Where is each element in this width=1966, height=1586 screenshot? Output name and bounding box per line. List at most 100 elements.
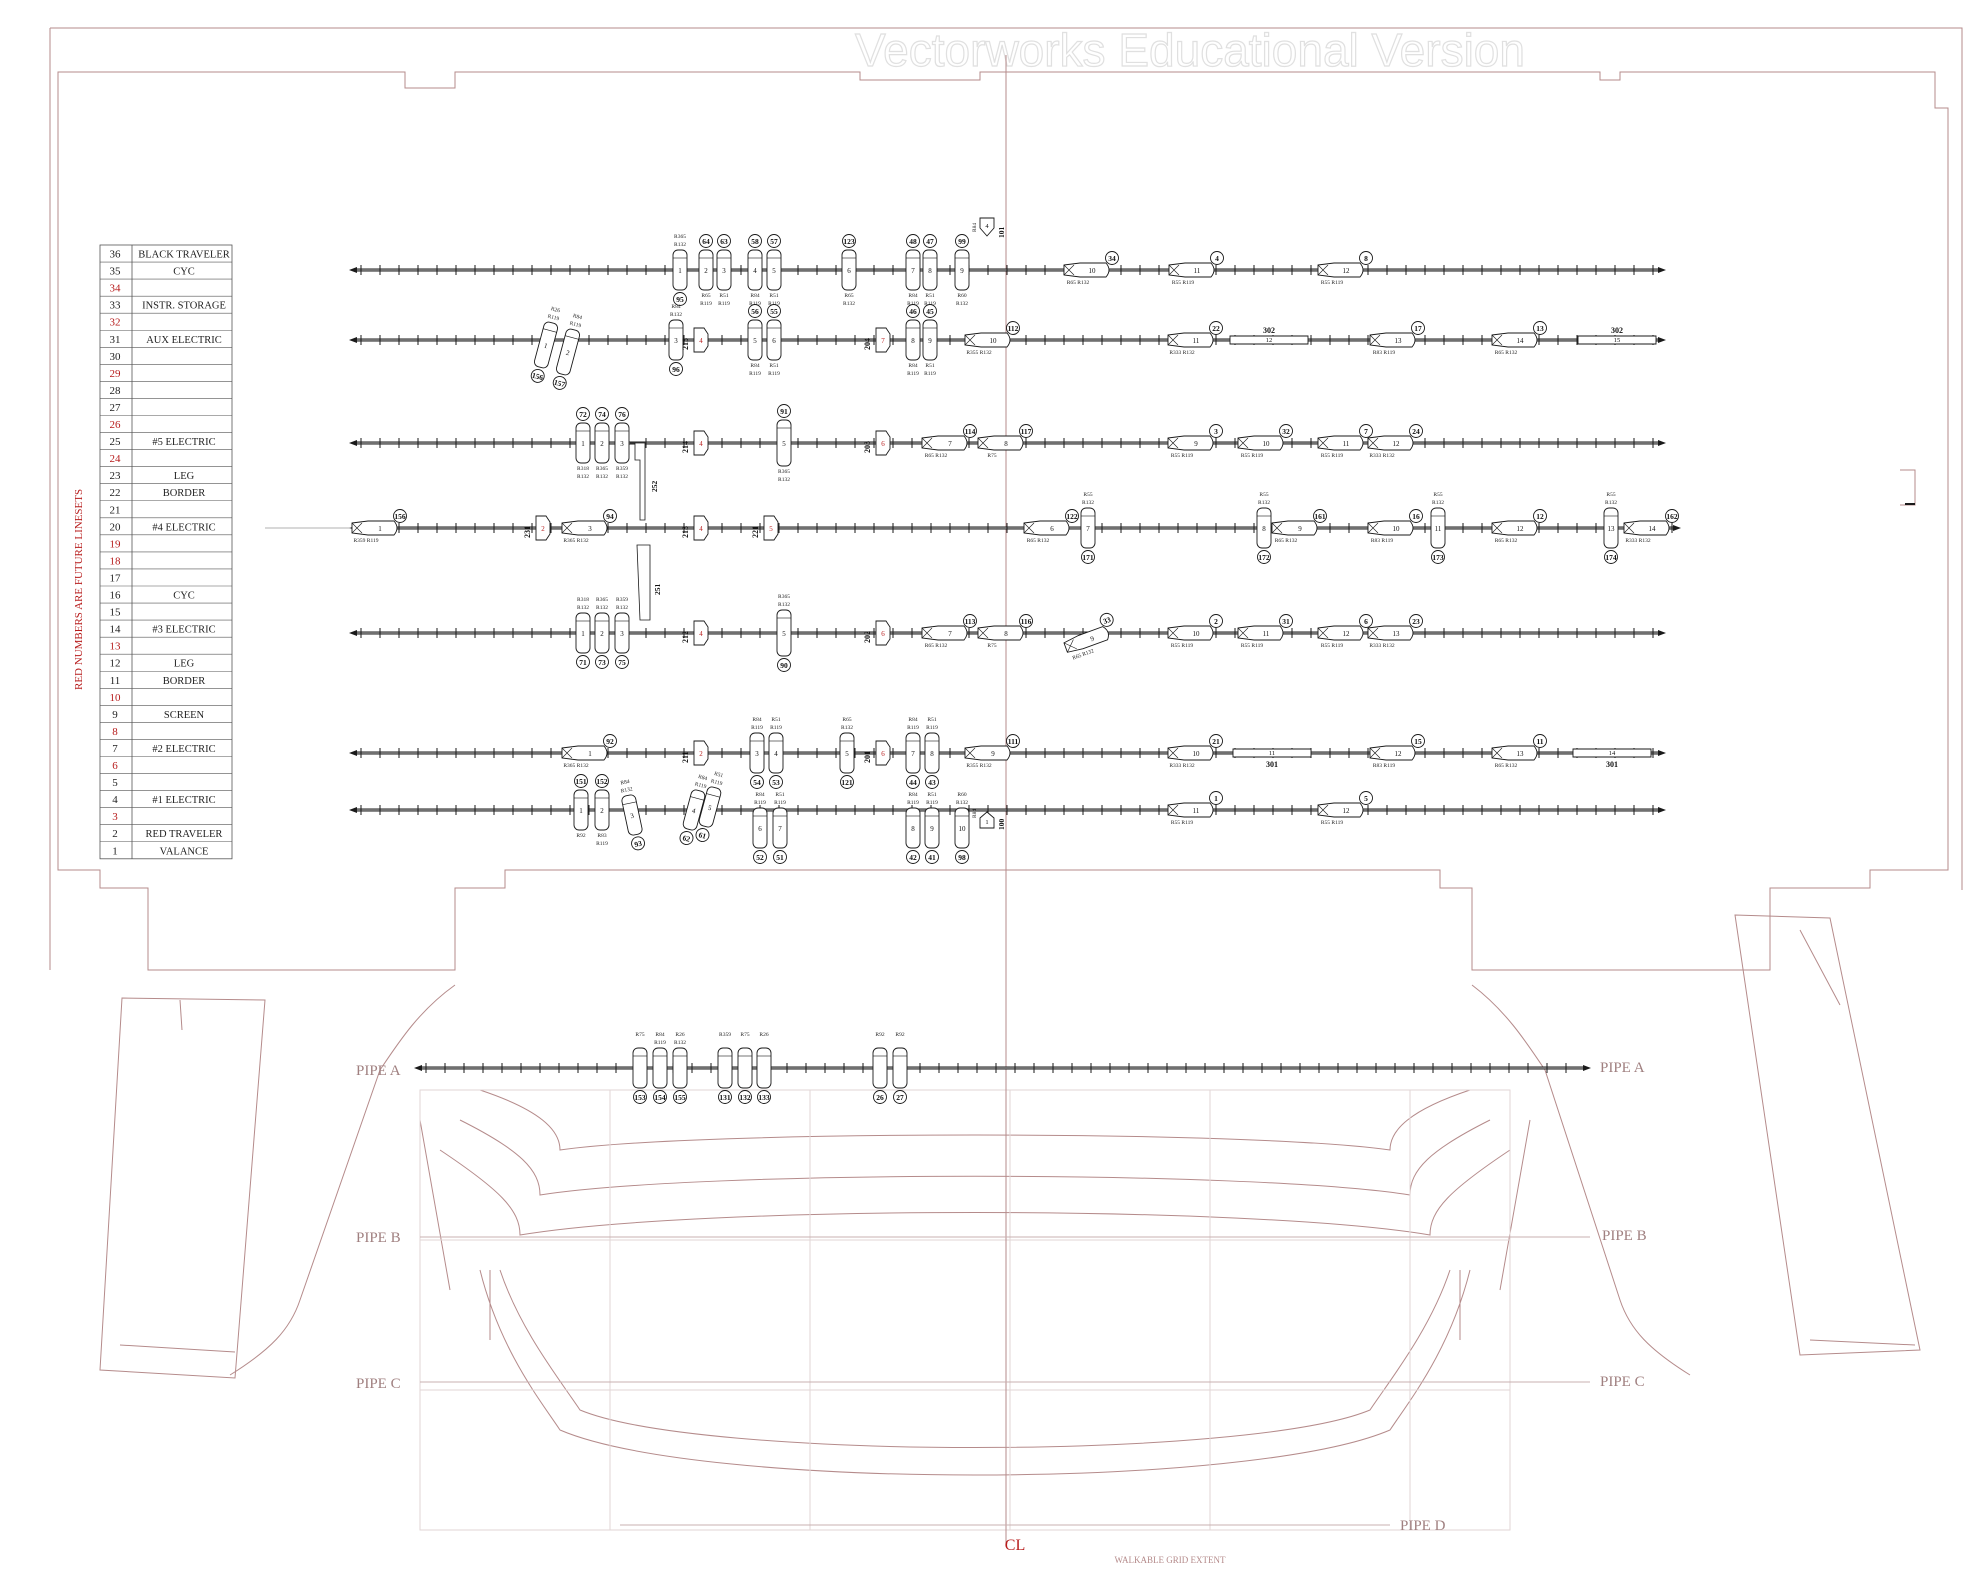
fixture-unit-number: 2 [600, 807, 604, 815]
fixture-color-tag: R55 [1259, 492, 1268, 498]
fixture-channel: 156 [531, 371, 544, 383]
fixture-unit-number: 8 [1004, 630, 1008, 638]
fixture-yoke [1167, 627, 1179, 639]
fixture-body [1491, 745, 1538, 761]
fixture-body [954, 807, 970, 849]
lineset-number: 25 [110, 436, 122, 448]
electric-pipe: 1R318R132712R365R132733R359R132755R365R1… [349, 594, 1666, 672]
fixture-unit-number: 11 [1194, 267, 1201, 275]
fixture-yoke [1367, 522, 1379, 534]
fixture-color-tag: R359 [616, 597, 628, 603]
striplight-channel: 302 [1263, 326, 1275, 335]
lineset-name: CYC [173, 591, 195, 602]
fixture-channel: 16 [1412, 512, 1420, 521]
fixture-body [1369, 745, 1416, 761]
fixture-unit-number: 1 [581, 440, 585, 448]
fixture-channel-bubble [748, 234, 762, 248]
fixture-channel-bubble [576, 407, 590, 421]
fixture-body [1063, 262, 1110, 278]
scroller-channel: 202 [863, 631, 872, 643]
fixture-channel: 117 [1021, 427, 1032, 436]
fixture-color-tag: R75 [987, 643, 996, 649]
fixture-body [1063, 626, 1109, 653]
fixture-color-tag: R119 [751, 725, 763, 731]
fixture-color-tag: R132 [674, 1040, 686, 1046]
fixture-channel: 32 [1282, 427, 1290, 436]
fixture-channel: 51 [776, 853, 784, 862]
fixture-unit-number: 8 [928, 267, 932, 275]
fixture-channel-bubble [576, 655, 590, 669]
fixture-channel: 73 [598, 658, 606, 667]
centerline-symbol: CL [1005, 1537, 1025, 1554]
fixture-channel: 48 [909, 237, 917, 246]
fixture-color-tag: R55 R119 [1172, 280, 1195, 286]
fixture-channel: 111 [1008, 737, 1019, 746]
fixture-channel-bubble [1665, 509, 1679, 523]
fixture-body [752, 807, 768, 849]
fixture-unit-number: 5 [782, 440, 786, 448]
fixture-body [756, 1047, 772, 1089]
fixture-channel: 153 [634, 1093, 646, 1102]
fixture-channel: 4 [1215, 254, 1219, 263]
fixture-unit-number: 11 [1193, 337, 1200, 345]
fixture-unit-number: 4 [691, 807, 697, 816]
fixture-channel: 114 [965, 427, 976, 436]
gobo-body [979, 811, 995, 829]
striplight-channel: 302 [1611, 326, 1623, 335]
fixture-color-tag: R119 [749, 371, 761, 377]
fixture-color-tag: R51 [925, 293, 934, 299]
fixture-body [1491, 332, 1538, 348]
fixture-color-tag: R65 R132 [1027, 538, 1050, 544]
fixture-channel: 2 [1214, 617, 1218, 626]
fixture-channel-bubble [963, 424, 977, 438]
fixture-unit-number: 5 [845, 750, 849, 758]
fixture-channel: 11 [1536, 737, 1543, 746]
pipe-b-right-label: PIPE B [1602, 1228, 1647, 1244]
fixture-color-tag: R65 R132 [1495, 350, 1518, 356]
lineset-number: 6 [112, 760, 118, 772]
fixture-channel-bubble [679, 831, 694, 845]
lineset-number: 11 [110, 675, 121, 687]
fixture-unit-number: 8 [930, 750, 934, 758]
pipe-end [349, 440, 357, 446]
fixture-body [561, 745, 608, 761]
fixture-unit-number: 3 [755, 750, 759, 758]
scroller-channel: 221 [751, 526, 760, 538]
fixture-body [776, 609, 792, 657]
fixture-channel: 7 [1364, 427, 1368, 436]
lineset-name: #2 ELECTRIC [152, 744, 215, 755]
fixture-channel-bubble [595, 774, 609, 788]
fixture-channel: 13 [1536, 324, 1544, 333]
fixture-channel-bubble [1279, 424, 1293, 438]
fixture-channel-bubble [631, 836, 645, 851]
fixture-body [1023, 520, 1070, 536]
fixture-channel-bubble [955, 850, 969, 864]
fixture-color-tag: R119 [768, 371, 780, 377]
striplight-body [1572, 748, 1652, 758]
fixture-yoke [977, 437, 989, 449]
fixture-channel-bubble [925, 850, 939, 864]
lineset-name: #3 ELECTRIC [152, 625, 215, 636]
lineset-number: 32 [110, 317, 121, 329]
fixture-color-tag: R84 [908, 293, 917, 299]
lineset-name: LEG [174, 659, 195, 670]
fixture-yoke [1623, 522, 1635, 534]
